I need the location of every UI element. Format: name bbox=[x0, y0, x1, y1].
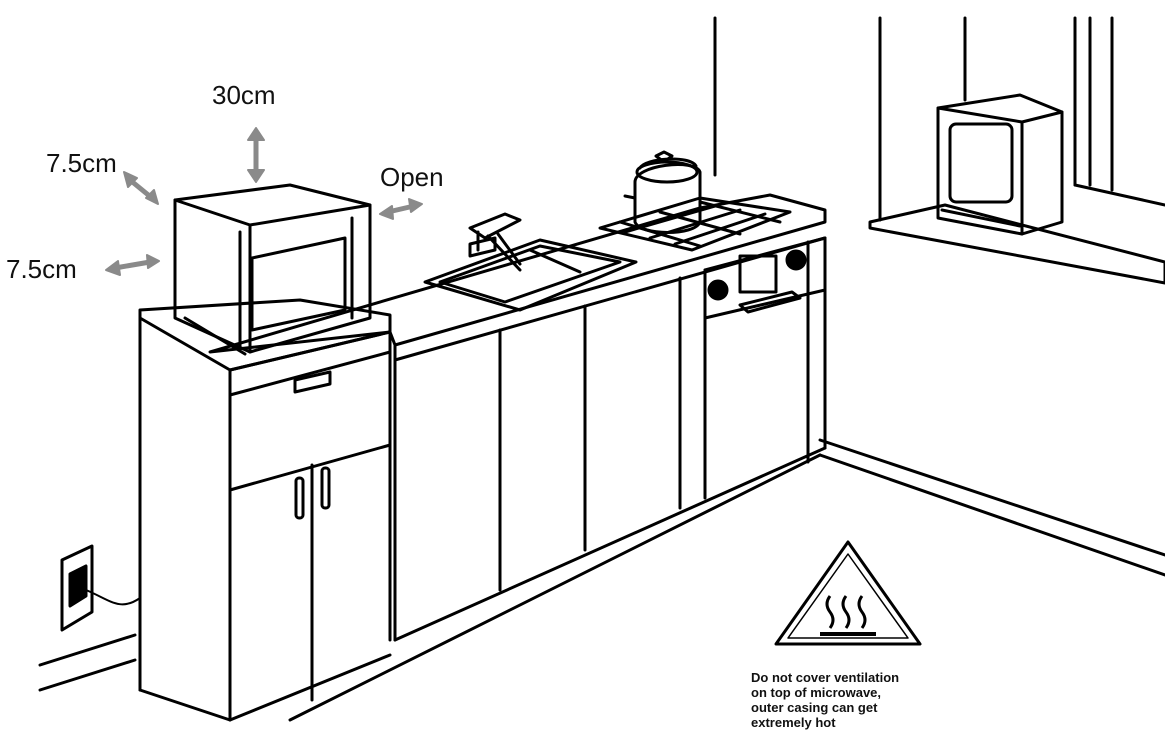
room-walls bbox=[38, 16, 1165, 722]
top-clearance-arrow bbox=[247, 127, 265, 183]
warning-line: extremely hot bbox=[751, 715, 836, 730]
left-top-clearance-arrow bbox=[123, 171, 159, 205]
clearance-arrows bbox=[105, 127, 423, 276]
power-outlet bbox=[60, 544, 141, 632]
left-clearance-arrow bbox=[105, 254, 160, 276]
open-side-label: Open bbox=[380, 162, 444, 192]
stovetop bbox=[598, 196, 792, 252]
ventilation-warning-text: Do not cover ventilation on top of micro… bbox=[751, 670, 981, 730]
warning-line: Do not cover ventilation bbox=[751, 670, 900, 685]
open-side-arrow bbox=[379, 198, 423, 220]
top-clearance-label: 30cm bbox=[212, 80, 276, 110]
warning-line: on top of microwave, bbox=[751, 685, 882, 700]
left-clearance-label: 7.5cm bbox=[6, 254, 77, 284]
left-top-clearance-label: 7.5cm bbox=[46, 148, 117, 178]
window-microwave bbox=[936, 93, 1064, 236]
microwave bbox=[173, 183, 372, 356]
oven bbox=[703, 236, 827, 320]
hot-surface-icon bbox=[774, 540, 922, 646]
faucet bbox=[468, 212, 522, 272]
warning-line: outer casing can get bbox=[751, 700, 878, 715]
pot bbox=[623, 150, 702, 234]
window bbox=[868, 16, 1165, 285]
stand-cabinet bbox=[138, 298, 392, 722]
